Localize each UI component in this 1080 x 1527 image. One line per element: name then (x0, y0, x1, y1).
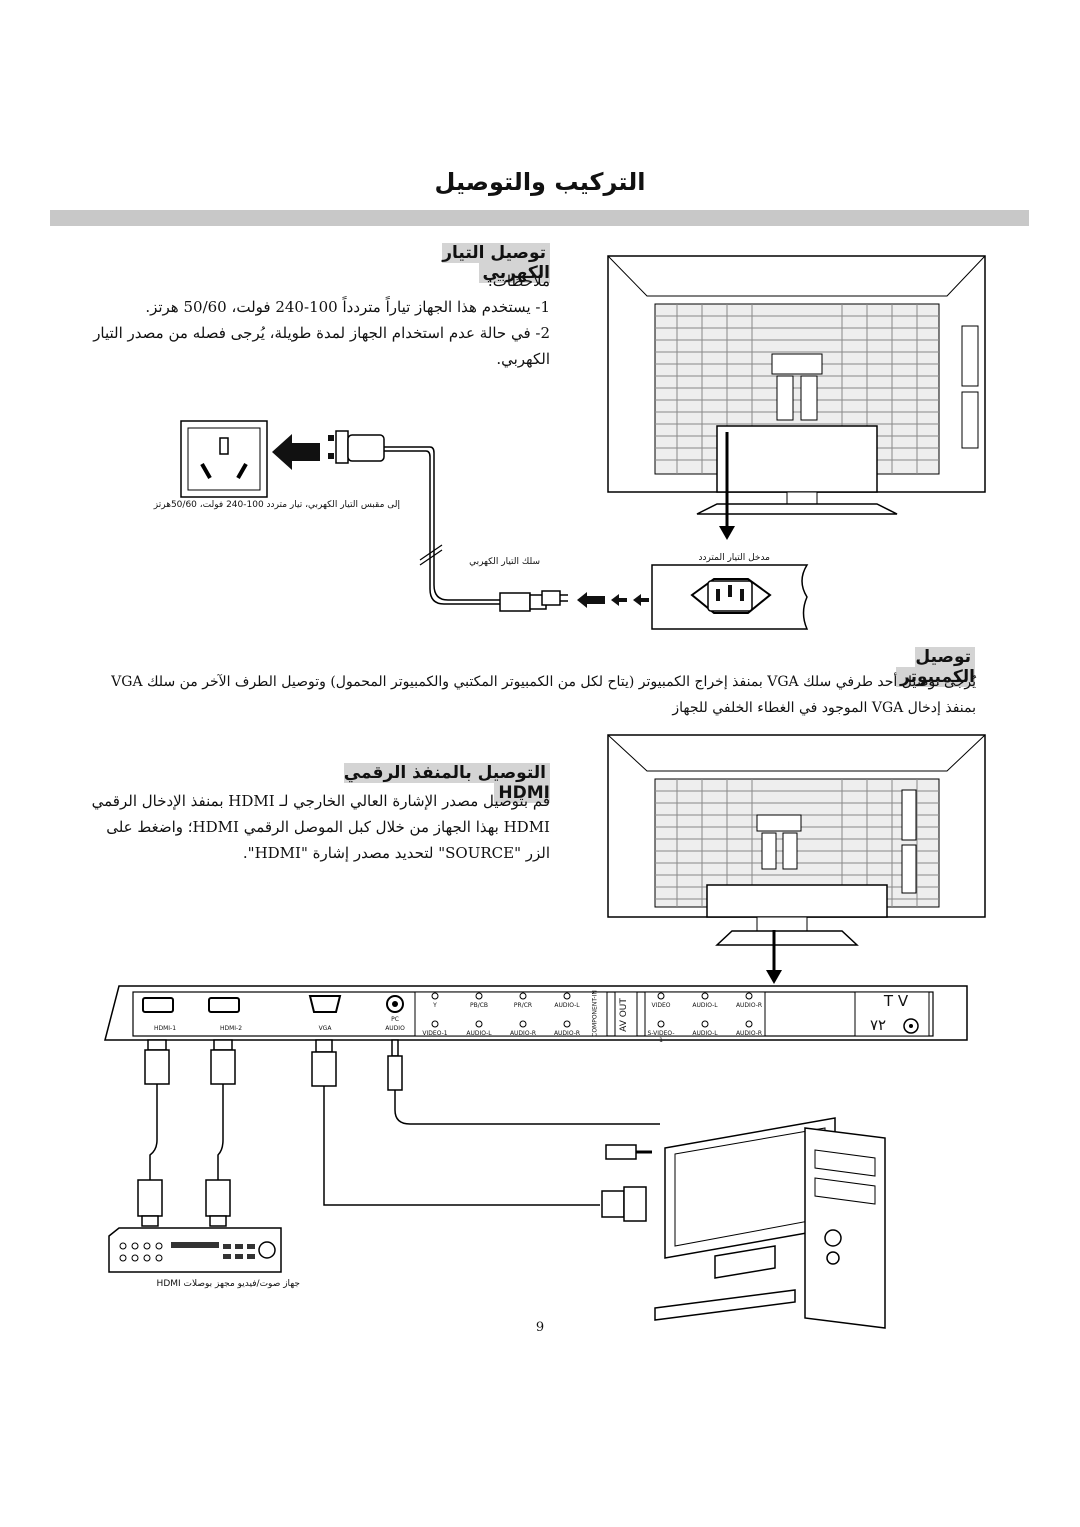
dvd-caption: جهاز صوت/فيديو مجهز بوصلات HDMI (156, 1279, 300, 1289)
pc-line-1: يُرجى توصيل أحد طرفي سلك VGA بمنفذ إخراج… (111, 674, 976, 690)
component-in-label: COMPONENT-IN (591, 990, 599, 1037)
page-title: التركيب والتوصيل (434, 168, 646, 196)
svideo-label: S-VIDEO-1 (647, 1030, 675, 1044)
note-2: 2- في حالة عدم استخدام الجهاز لمدة طويلة… (93, 324, 550, 342)
av-audio-r-label: AUDIO-R (509, 1030, 537, 1037)
connector-panel (104, 985, 968, 1041)
hdmi-line-3: الزر "SOURCE" لتحديد مصدر إشارة "HDMI". (242, 844, 550, 862)
hdmi-line-2: HDMI بهذا الجهاز من خلال كبل الموصل الرق… (106, 818, 550, 836)
svideo-audio-r-label: AUDIO-R (735, 1030, 763, 1037)
inlet-caption: مدخل التيار المتردد (698, 553, 770, 563)
comp-pr-label: PR/CR (513, 1002, 533, 1009)
svideo-audio-l-label: AUDIO-L (692, 1030, 718, 1037)
ac-inlet-illustration (651, 564, 809, 630)
cables-illustration (137, 1039, 660, 1227)
hdmi-instructions: قم بتوصيل مصدر الإشارة العالي الخارجي لـ… (91, 788, 550, 866)
tv-rear-top-illustration (607, 255, 986, 515)
audio-label: AUDIO (385, 1025, 405, 1032)
title-divider (50, 210, 1029, 226)
vga-label: VGA (318, 1025, 332, 1032)
pc-plugs-illustration (601, 1144, 652, 1222)
pc-instructions: يُرجى توصيل أحد طرفي سلك VGA بمنفذ إخراج… (100, 669, 976, 721)
power-section-heading: توصيل التيار الكهربي (380, 243, 550, 283)
hdmi2-label: HDMI-2 (219, 1025, 243, 1032)
arrows-to-inlet-icon (577, 592, 649, 608)
av-out-label: AV OUT (619, 998, 629, 1032)
comp-audio-r-label: AUDIO-R (553, 1030, 581, 1037)
pc-label: PC (391, 1016, 399, 1023)
hdmi1-label: HDMI-1 (153, 1025, 177, 1032)
hdmi-section-heading: التوصيل بالمنفذ الرقمي HDMI (325, 763, 550, 803)
tv-rear-bottom-illustration (607, 734, 986, 946)
comp-pb-label: PB/CB (469, 1002, 489, 1009)
page-number: 9 (535, 1320, 545, 1335)
tv-label: T V (883, 992, 909, 1010)
pc-line-2: بمنفذ إدخال VGA الموجود في الغطاء الخلفي… (672, 700, 976, 716)
out-audio-l-label: AUDIO-L (692, 1002, 718, 1009)
arrow-down-to-inlet-icon (719, 432, 735, 540)
notes-label: ملاحظات: (487, 272, 550, 290)
note-2-cont: الكهربي. (496, 350, 550, 368)
cord-caption: سلك التيار الكهربي (469, 557, 540, 567)
out-video-label: VIDEO (651, 1002, 671, 1009)
arrow-to-outlet-icon (272, 434, 320, 470)
outlet-caption: إلى مقبس التيار الكهربي، تيار متردد 100-… (153, 500, 400, 510)
comp-audio-l-label: AUDIO-L (554, 1002, 580, 1009)
plug-end-icon (541, 590, 568, 606)
note-1: 1- يستخدم هذا الجهاز تياراً متردداً 100-… (145, 298, 550, 316)
power-notes: ملاحظات: 1- يستخدم هذا الجهاز تياراً متر… (60, 268, 550, 372)
comp-y-label: Y (433, 1002, 437, 1009)
arrow-down-to-panel-icon (766, 930, 782, 984)
computer-illustration (654, 1117, 886, 1329)
power-cord-illustration (328, 430, 547, 612)
out-audio-r-label: AUDIO-R (735, 1002, 763, 1009)
video1-label: VIDEO-1 (422, 1030, 448, 1037)
av-audio-l-label: AUDIO-L (466, 1030, 492, 1037)
rf-label: ٧٢ (869, 1016, 887, 1034)
hdmi-line-1: قم بتوصيل مصدر الإشارة العالي الخارجي لـ… (91, 792, 550, 810)
wall-outlet-icon (180, 420, 268, 498)
power-heading-text: توصيل التيار الكهربي (442, 243, 550, 283)
pc-section-heading: توصيل الكمبيوتر (860, 647, 975, 687)
dvd-player-illustration (108, 1227, 282, 1273)
